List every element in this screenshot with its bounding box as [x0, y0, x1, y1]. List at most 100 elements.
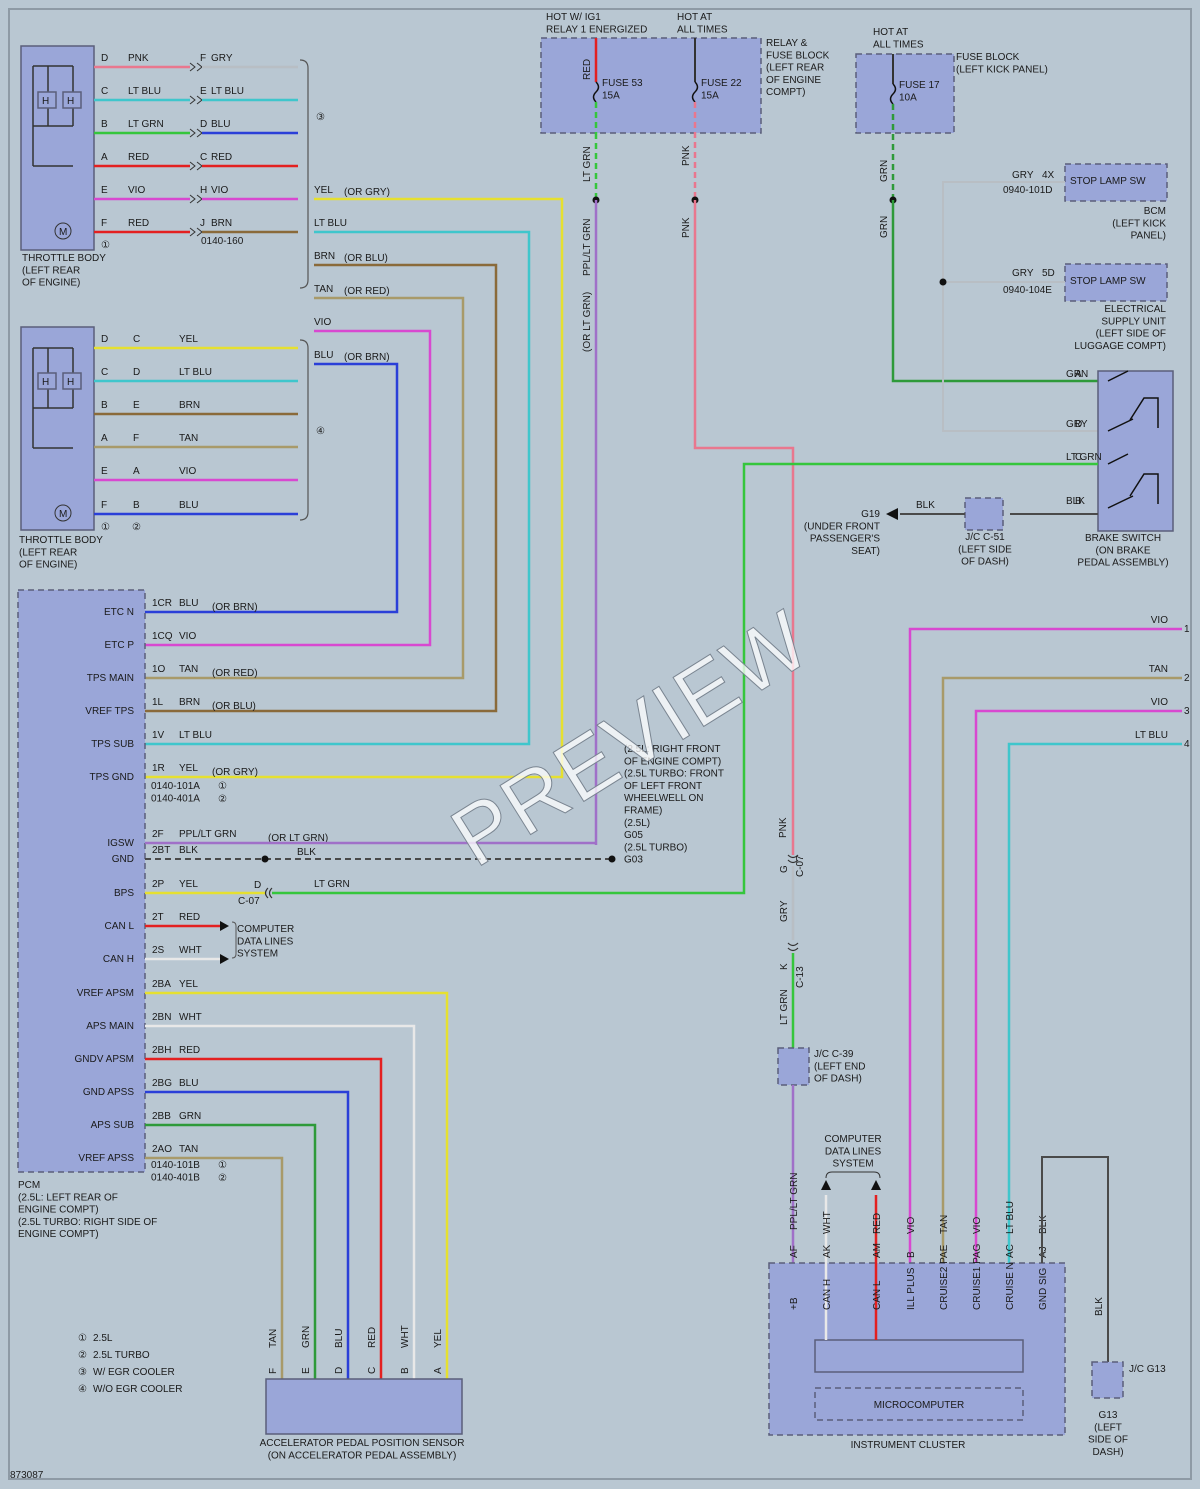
cluster-pin-name: CAN H [822, 1279, 833, 1310]
wire-ltgrn-bps [272, 462, 1098, 895]
pcm-pin-number: 2P [152, 879, 165, 890]
merged-wire-2 [145, 263, 498, 713]
connector-symbol [189, 95, 203, 105]
c07-pin: G [779, 865, 790, 873]
wire-gry-bcm [942, 181, 1098, 432]
right-wire-number: 3 [1184, 706, 1190, 717]
cluster-bus-box [814, 1339, 1024, 1373]
pcm-pin-name: TPS MAIN [87, 673, 134, 684]
cluster-pin-name: CRUISE1 P [972, 1257, 983, 1310]
cluster-wire-label: VIO [906, 1217, 917, 1234]
heater-label: H [67, 96, 74, 107]
ground-note: G03 [624, 855, 643, 866]
pcm-pin-number: 2F [152, 829, 164, 840]
cluster-pin-name: +B [789, 1297, 800, 1310]
pcm-wire-color: YEL [179, 879, 198, 890]
jc-c39 [777, 1047, 810, 1086]
esu-wire-label: GRY [1012, 268, 1034, 279]
brake-wire-label: LT GRN [1066, 452, 1102, 463]
apps-wire-label: WHT [400, 1325, 411, 1348]
throttle1-wire-color2: BLU [211, 119, 230, 130]
throttle-body-1-box [20, 45, 95, 251]
bcm-stop-lamp-sw [1064, 163, 1168, 202]
relay-block-label: (LEFT REAR [766, 63, 824, 74]
fuse53-symbol [592, 81, 600, 103]
heater-label: H [42, 377, 49, 388]
throttle1-wire-color: PNK [128, 53, 149, 64]
bcm-label: BCM [1144, 206, 1166, 217]
wire-label-grn: GRN [879, 160, 890, 182]
pcm-pin-number: 2BN [152, 1012, 171, 1023]
bps-connector [264, 887, 273, 899]
pcm-wire-color: TAN [179, 1144, 198, 1155]
right-wire-label: LT BLU [1135, 730, 1168, 741]
legend-text: 2.5L [93, 1333, 113, 1344]
throttle2-wire-color: BLU [179, 500, 198, 511]
relay-fuse-block [540, 37, 762, 134]
c13-pin: K [779, 963, 790, 970]
wire-apps-4 [145, 1123, 317, 1379]
cluster-pin: AM [872, 1243, 883, 1258]
brace-1 [299, 59, 309, 289]
pcm-pin-name: VREF APSS [78, 1153, 134, 1164]
esu-label: ELECTRICAL [1104, 304, 1166, 315]
merged-wire-alt: (OR RED) [344, 286, 390, 297]
relay-block-label: RELAY & [766, 38, 808, 49]
bps-conn-id: C-07 [238, 896, 260, 907]
throttle2-brace-note: ④ [316, 426, 325, 437]
chain-gry: GRY [779, 900, 790, 922]
wire-label-orltgrn: (OR LT GRN) [582, 292, 593, 352]
throttle2-pin: F [101, 500, 107, 511]
cluster-data-lines: DATA LINES [825, 1146, 882, 1157]
fuse-block-label: (LEFT KICK PANEL) [956, 64, 1048, 75]
pcm-wire-color: BLU [179, 598, 198, 609]
jc-g13 [1091, 1361, 1124, 1399]
wire-label-pnk-2: PNK [681, 217, 692, 238]
throttle2-label: THROTTLE BODY [19, 535, 103, 546]
cluster-wire-label: WHT [822, 1211, 833, 1234]
pcm-pin-number: 2BA [152, 979, 171, 990]
pcm-circ2: ② [218, 794, 227, 805]
throttle2-pin2: C [133, 334, 140, 345]
esu-sw-label: STOP LAMP SW [1070, 276, 1146, 287]
pcm-pin-number: 2BG [152, 1078, 172, 1089]
pcm-pin-name: ETC N [104, 607, 134, 618]
merged-wire-label: BLU [314, 350, 333, 361]
cluster-wire-label: TAN [939, 1215, 950, 1234]
cluster-wire-label: PPL/LT GRN [789, 1173, 800, 1230]
pcm-pin-name: VREF TPS [85, 706, 134, 717]
heater-label: H [67, 377, 74, 388]
cluster-data-brace [825, 1171, 881, 1179]
merged-wire-label: YEL [314, 185, 333, 196]
pcm-wire-alt: (OR GRY) [212, 767, 258, 778]
instrument-cluster-label: INSTRUMENT CLUSTER [851, 1440, 966, 1451]
apps-pin: B [400, 1367, 411, 1374]
cluster-pin-name: GND SIG [1038, 1268, 1049, 1310]
merged-wire-alt: (OR BLU) [344, 253, 388, 264]
throttle2-pin2: E [133, 400, 140, 411]
pcm-label: ENGINE COMPT) [18, 1229, 99, 1240]
pcm-pin-number: 1O [152, 664, 166, 675]
cluster-pin-name: CRUISE N [1005, 1262, 1016, 1310]
c07-connector [787, 854, 799, 864]
pcm-pin-name: APS SUB [91, 1120, 135, 1131]
pcm-label: PCM [18, 1180, 40, 1191]
wire-label-bps-ltgrn: LT GRN [314, 879, 350, 890]
g19-label: PASSENGER'S [810, 534, 880, 545]
throttle2-wire-color: LT BLU [179, 367, 212, 378]
apps-wire-label: GRN [301, 1326, 312, 1348]
can-note: COMPUTER [237, 924, 294, 935]
connector-symbol [189, 227, 203, 237]
heater-h2 [62, 91, 82, 109]
throttle2-pin: E [101, 466, 108, 477]
cluster-wire-label: BLK [1038, 1215, 1049, 1234]
merged-wire-label: VIO [314, 317, 331, 328]
wire-apps-1 [145, 1024, 416, 1379]
jc51-label: (LEFT SIDE [958, 544, 1012, 555]
merged-wire-5 [145, 362, 399, 614]
esu-pin-label: 5D [1042, 268, 1055, 279]
legend-text: W/O EGR COOLER [93, 1384, 182, 1395]
relay-block-label: COMPT) [766, 87, 805, 98]
ground-g19-arrow [886, 508, 898, 520]
connector-symbol [189, 161, 203, 171]
